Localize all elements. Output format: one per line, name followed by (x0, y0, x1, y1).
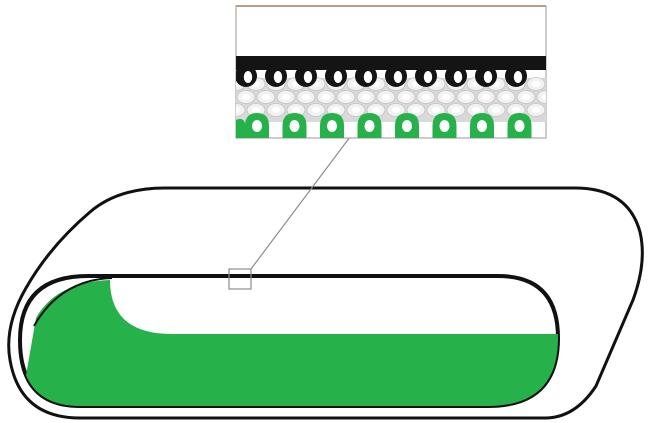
belt-lip-outline (33, 277, 113, 327)
inset-bottom-strands (236, 113, 532, 138)
mesh-hole (352, 107, 360, 113)
mesh-hole (262, 94, 270, 100)
mesh-hole (442, 94, 450, 100)
top-strand-hole (333, 71, 343, 83)
mesh-loop (536, 90, 546, 104)
bottom-strand-hole (289, 120, 300, 132)
bottom-strand-hole (477, 120, 487, 132)
top-strand-hole (363, 71, 373, 83)
bottom-strand-hole (364, 120, 375, 132)
callout-line (250, 136, 351, 270)
mesh-hole (482, 94, 490, 100)
inset-top-strands (236, 65, 527, 87)
bottom-strand-hole (402, 120, 412, 132)
belt-loop (7, 186, 644, 420)
top-strand-hole (513, 71, 523, 83)
top-strand-hole (423, 71, 433, 83)
mesh-hole (452, 107, 460, 113)
top-strand-hole (273, 71, 283, 83)
mesh-hole (512, 107, 520, 113)
callout (228, 136, 351, 290)
mesh-hole (302, 94, 310, 100)
mesh-hole (522, 94, 530, 100)
mesh-hole (422, 94, 430, 100)
mesh-hole (412, 107, 420, 113)
mesh-loop (236, 103, 246, 117)
top-strand-hole (483, 71, 493, 83)
mesh-hole (282, 94, 290, 100)
mesh-hole (312, 107, 320, 113)
mesh-hole (542, 94, 546, 100)
mesh-hole (432, 107, 440, 113)
mesh-hole (472, 107, 480, 113)
bottom-strand-hole (252, 120, 262, 132)
top-strand-hole (243, 71, 253, 83)
magnified-belt-section (235, 5, 547, 139)
mesh-hole (402, 94, 410, 100)
bottom-strand-hole (327, 120, 337, 132)
mesh-hole (392, 107, 400, 113)
mesh-hole (502, 94, 510, 100)
bottom-strand-hole (439, 120, 450, 132)
mesh-hole (532, 81, 540, 87)
mesh-hole (492, 107, 500, 113)
mesh-hole (272, 107, 280, 113)
mesh-hole (462, 94, 470, 100)
mesh-hole (362, 94, 370, 100)
bottom-strand-hole (514, 120, 525, 132)
mesh-hole (322, 94, 330, 100)
top-strand-hole (303, 71, 313, 83)
inset-top-strand-band (236, 56, 546, 70)
mesh-hole (242, 94, 250, 100)
top-strand-hole (453, 71, 463, 83)
inset-mesh (236, 77, 546, 117)
mesh-hole (382, 94, 390, 100)
mesh-hole (252, 107, 260, 113)
mesh-hole (532, 107, 540, 113)
mesh-hole (292, 107, 300, 113)
callout-marker (228, 268, 252, 290)
bottom-strand-loop (236, 118, 246, 138)
belt-green-surface (20, 280, 558, 406)
mesh-hole (236, 107, 240, 113)
top-strand-hole (393, 71, 403, 83)
mesh-hole (342, 94, 350, 100)
mesh-hole (332, 107, 340, 113)
mesh-hole (372, 107, 380, 113)
